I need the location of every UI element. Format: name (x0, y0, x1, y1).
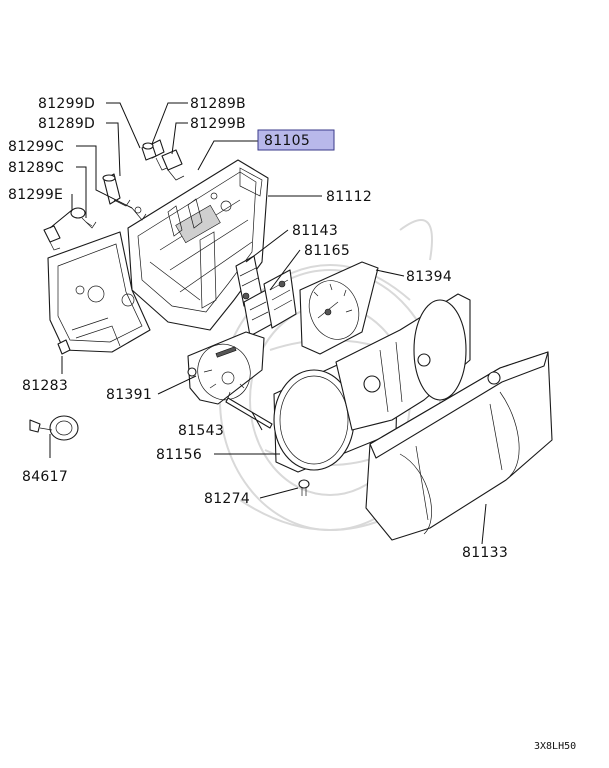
label-84617[interactable]: 84617 (22, 469, 68, 485)
bulb-81289D (102, 173, 131, 207)
leader-lines (49, 102, 487, 545)
label-81283[interactable]: 81283 (22, 378, 68, 394)
sensor-84617-drawing (29, 415, 79, 441)
label-81289B[interactable]: 81289B (190, 96, 246, 112)
clip-81283-drawing (57, 339, 71, 355)
window-frame-drawing (335, 293, 471, 431)
highlight-81105-box (257, 129, 335, 151)
label-81543[interactable]: 81543 (178, 423, 224, 439)
label-81289C[interactable]: 81289C (8, 160, 64, 176)
label-81299C[interactable]: 81299C (8, 139, 64, 155)
screw-81274-drawing (298, 479, 310, 496)
diagram-code: 3X8LH50 (534, 741, 576, 752)
gauge-81391-drawing (187, 331, 265, 405)
label-81394[interactable]: 81394 (406, 269, 452, 285)
label-81289D[interactable]: 81289D (38, 116, 95, 132)
label-81299D[interactable]: 81299D (38, 96, 95, 112)
label-81274[interactable]: 81274 (204, 491, 250, 507)
label-81143[interactable]: 81143 (292, 223, 338, 239)
gauge-81394-drawing (299, 261, 379, 355)
socket-81299B (161, 149, 185, 181)
label-81156[interactable]: 81156 (156, 447, 202, 463)
case-81112-drawing (127, 159, 269, 331)
label-81165[interactable]: 81165 (304, 243, 350, 259)
hood-81133-drawing (365, 351, 553, 541)
label-81391[interactable]: 81391 (106, 387, 152, 403)
housing-back-drawing (47, 231, 151, 353)
label-81299E[interactable]: 81299E (8, 187, 63, 203)
label-81299B[interactable]: 81299B (190, 116, 246, 132)
socket-81299C (131, 206, 147, 221)
label-81112[interactable]: 81112 (326, 189, 372, 205)
circuit-81165-drawing (243, 269, 297, 337)
bulb-81289B (141, 142, 157, 161)
label-81133[interactable]: 81133 (462, 545, 508, 561)
bulb-81289C (70, 207, 97, 229)
socket-81299E (43, 225, 61, 251)
rod-81543-drawing (225, 397, 273, 429)
label-81105[interactable]: 81105 (264, 133, 310, 149)
